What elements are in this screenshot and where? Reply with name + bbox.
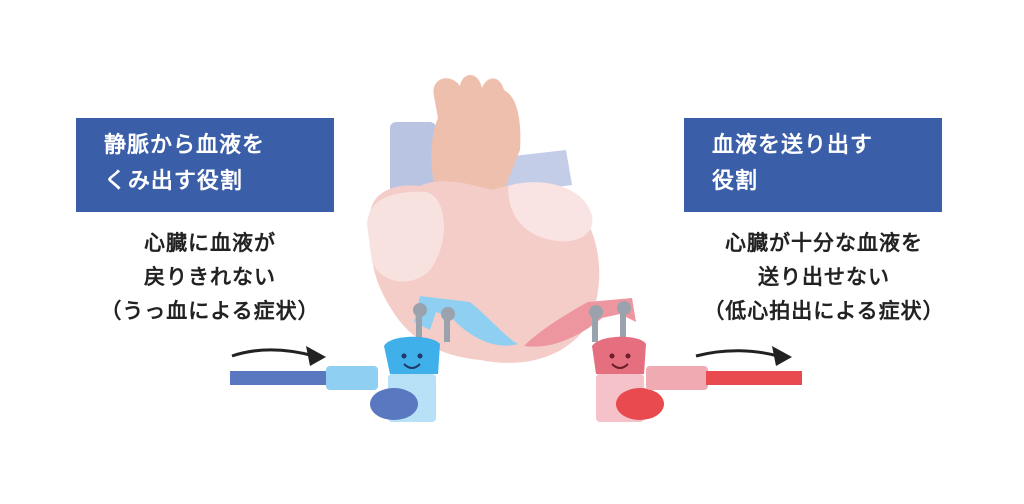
venous-inflow xyxy=(230,346,378,390)
pink-pump-joint-2 xyxy=(617,301,631,315)
pink-pump-bulb xyxy=(616,388,664,420)
aorta xyxy=(431,75,521,210)
right-role-label: 血液を送り出す 役割 xyxy=(684,118,942,212)
pink-pump-character xyxy=(524,298,664,422)
blue-pump-smile xyxy=(403,363,421,369)
blue-pump-rod-1 xyxy=(416,314,422,342)
left-symptom-line1: 心臓に血液が xyxy=(144,231,276,255)
blue-pump-joint-1 xyxy=(413,303,427,317)
left-symptom-line2: 戻りきれない xyxy=(144,265,276,289)
left-role-label: 静脈から血液を くみ出す役割 xyxy=(76,118,334,212)
artery-connector xyxy=(646,366,708,390)
left-symptom-line3: （うっ血による症状） xyxy=(100,299,320,323)
right-symptom-text: 心臓が十分な血液を 送り出せない （低心拍出による症状） xyxy=(664,226,984,328)
pink-pump-smile xyxy=(611,363,629,369)
blue-pump-character xyxy=(370,296,518,422)
pink-pump-joint-1 xyxy=(589,305,603,319)
left-role-line2: くみ出す役割 xyxy=(104,169,243,194)
left-atrium xyxy=(508,182,593,242)
pink-pump-eye-left xyxy=(609,353,615,359)
right-symptom-line2: 送り出せない xyxy=(758,265,890,289)
left-symptom-text: 心臓に血液が 戻りきれない （うっ血による症状） xyxy=(60,226,360,328)
pink-pump-head xyxy=(592,336,646,374)
pink-pump-rod-1 xyxy=(592,316,598,342)
vein-tube xyxy=(230,371,328,385)
pink-pump-eye-right xyxy=(625,353,631,359)
right-symptom-line3: （低心拍出による症状） xyxy=(703,299,945,323)
right-atrium xyxy=(367,191,444,282)
blue-pump-bulb xyxy=(370,388,418,420)
vein-connector xyxy=(326,366,378,390)
blue-pump-head xyxy=(384,336,440,374)
arrow-left xyxy=(231,348,315,358)
blue-pump-eye-right xyxy=(417,353,423,359)
artery-tube xyxy=(706,371,802,385)
right-symptom-line1: 心臓が十分な血液を xyxy=(725,231,923,255)
left-role-line1: 静脈から血液を xyxy=(104,133,266,158)
blue-pump-arm xyxy=(414,296,518,346)
blue-pump-joint-2 xyxy=(441,307,455,321)
arrow-right-head xyxy=(772,346,792,366)
arrow-right xyxy=(695,349,779,358)
arterial-outflow xyxy=(646,346,802,390)
right-role-line2: 役割 xyxy=(712,169,759,194)
blue-pump-rod-2 xyxy=(444,318,450,342)
blue-pump-eye-left xyxy=(401,353,407,359)
pink-pump-rod-2 xyxy=(620,312,626,340)
right-role-line1: 血液を送り出す xyxy=(712,133,874,158)
pink-pump-arm xyxy=(524,298,636,347)
arrow-left-head xyxy=(306,346,326,366)
